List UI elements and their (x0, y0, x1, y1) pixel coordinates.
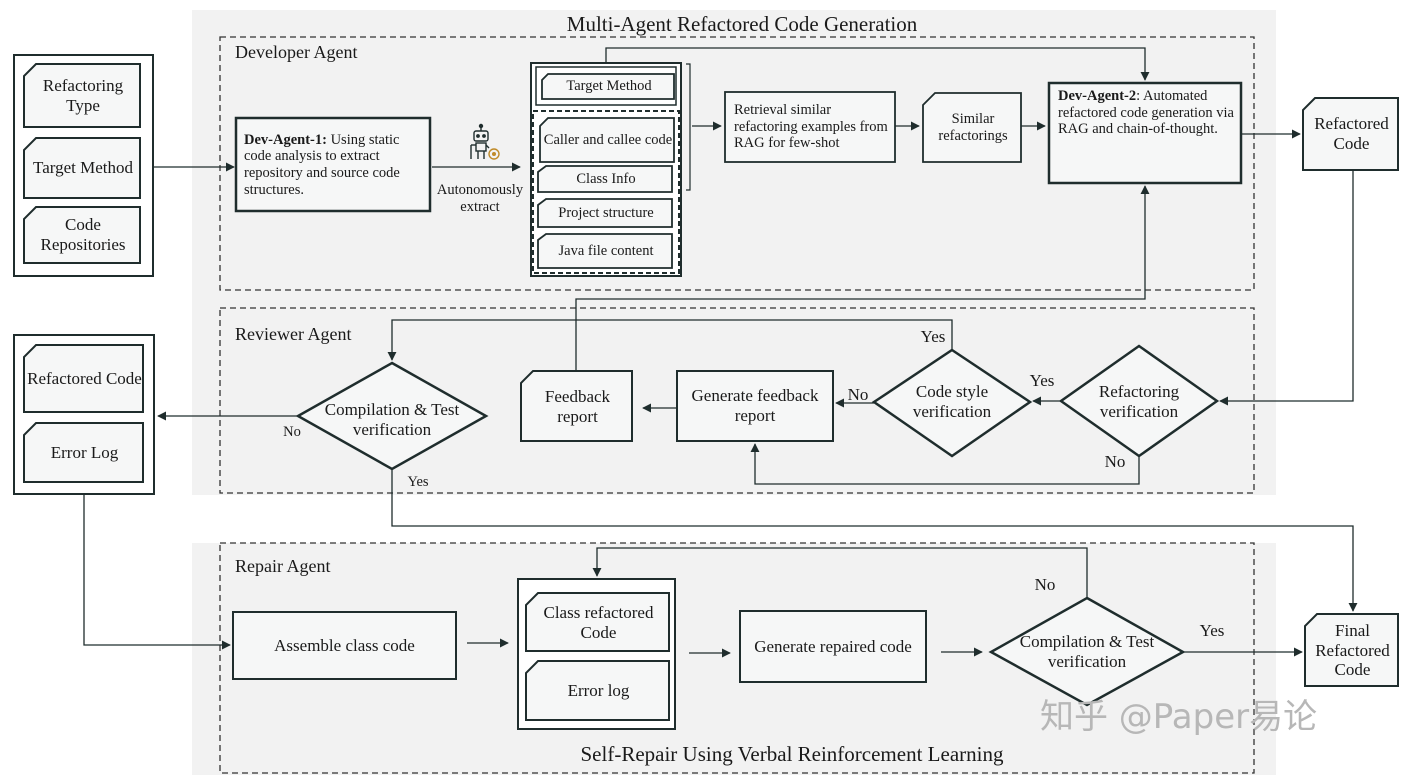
dev-agent-1-description: Using static code analysis to extract re… (244, 131, 400, 198)
edge-code-style-yes-to-compilation (387, 319, 953, 361)
context-inner-dashed-frame (532, 110, 680, 274)
label-yes-refactoring: Yes (1029, 371, 1055, 391)
watermark: 知乎 @Paper易论 (1040, 697, 1318, 738)
generate-repaired-code-box (739, 610, 927, 683)
context-caller-callee-shape (539, 117, 675, 163)
bottom-title: Self-Repair Using Verbal Reinforcement L… (580, 741, 1004, 766)
input-refactoring-type: Refactoring Type (42, 75, 124, 115)
edge-target-method-to-dev-agent-2 (605, 47, 1150, 81)
retrieval-text: Retrieval similar refactoring examples f… (734, 101, 888, 152)
repair-agent-frame (219, 542, 1255, 774)
context-target-method: Target Method (566, 78, 652, 95)
label-yes-code-style-loop: Yes (920, 327, 946, 347)
edge-error-group-to-assemble (83, 494, 231, 650)
code-style-diamond (871, 348, 1033, 458)
input-refactoring-type-shape (23, 63, 141, 128)
context-class-info-shape (537, 165, 673, 193)
feedback-report-text: Feedback report (544, 387, 611, 426)
generate-feedback-box (676, 370, 834, 442)
similar-refactorings-text: Similar refactorings (938, 111, 1008, 144)
class-refactored-code-text: Class refactored Code (543, 602, 654, 642)
error-group-refactored-code: Refactored Code (27, 368, 142, 388)
dev-agent-2-name: Dev-Agent-2 (1058, 88, 1137, 104)
robot-gear-icon (470, 123, 500, 160)
repair-error-log-text: Error log (567, 681, 630, 701)
final-refactored-code-text: Final Refactored Code (1315, 621, 1390, 680)
context-bracket (686, 63, 691, 191)
error-group-error-log: Error Log (50, 442, 119, 462)
assemble-class-code-box (232, 611, 457, 680)
assemble-class-code-text: Assemble class code (274, 635, 415, 655)
context-java-file-content: Java file content (558, 243, 654, 260)
edge-compilation-yes-to-final (391, 469, 1358, 612)
generate-repaired-code-text: Generate repaired code (754, 636, 912, 656)
context-project-structure-shape (537, 198, 673, 228)
input-target-method-shape (23, 137, 141, 199)
dev-agent-1-box (234, 116, 432, 213)
refactored-code-output-shape (1302, 97, 1399, 171)
refactoring-verification-text: Refactoring verification (1098, 382, 1180, 421)
input-code-repositories: Code Repositories (40, 215, 126, 254)
context-target-method-frame (535, 66, 677, 106)
edge-feedback-to-dev-agent-2 (575, 185, 1150, 371)
dev-agent-2-description: : Automated refactored code generation v… (1058, 88, 1234, 138)
compilation-test-text: Compilation & Test verification (324, 400, 460, 439)
label-yes-repair: Yes (1199, 621, 1225, 641)
edge-repair-compilation-no-loop (592, 547, 1088, 598)
refactored-code-output: Refactored Code (1314, 114, 1389, 153)
label-no-compilation: No (283, 423, 301, 440)
repair-agent-label: Repair Agent (235, 555, 331, 576)
edge-refactoring-no-to-generate-feedback (750, 443, 1140, 485)
similar-refactorings-shape (922, 92, 1022, 163)
context-caller-callee: Caller and callee code (543, 132, 673, 149)
repair-compilation-test-text: Compilation & Test verification (1019, 632, 1155, 671)
context-project-structure: Project structure (558, 204, 654, 221)
reviewer-agent-frame (219, 307, 1255, 494)
autonomously-extract-label: Autonomously extract (436, 182, 524, 215)
repair-error-log-shape (525, 660, 670, 721)
developer-agent-label: Developer Agent (235, 41, 358, 62)
reviewer-agent-label: Reviewer Agent (235, 323, 352, 344)
dev-agent-2-text: Dev-Agent-2: Automated refactored code g… (1058, 88, 1238, 176)
developer-agent-frame (219, 36, 1255, 291)
dev-agent-2-box (1047, 81, 1243, 185)
dev-agent-1-name: Dev-Agent-1: (244, 131, 327, 148)
context-class-info: Class Info (576, 170, 636, 187)
repair-compilation-test-diamond (988, 596, 1186, 707)
error-group-refactored-code-shape (23, 344, 144, 413)
label-no-refactoring: No (1104, 452, 1126, 472)
input-code-repositories-shape (23, 206, 141, 264)
input-target-method: Target Method (33, 158, 133, 178)
error-group-error-log-shape (23, 422, 144, 483)
generate-feedback-text: Generate feedback report (691, 386, 819, 425)
class-refactored-code-shape (525, 592, 670, 652)
context-target-method-shape (541, 73, 675, 100)
label-yes-compilation: Yes (407, 473, 429, 490)
edge-output-to-refactoring-verification (1219, 170, 1354, 406)
context-java-file-content-shape (537, 233, 673, 269)
dev-agent-1-text: Dev-Agent-1: Using static code analysis … (244, 122, 426, 208)
retrieval-box (724, 91, 896, 163)
feedback-report-shape (520, 370, 633, 442)
top-title: Multi-Agent Refactored Code Generation (566, 11, 918, 36)
label-no-code-style: No (847, 385, 869, 405)
final-refactored-code-shape (1304, 613, 1399, 687)
label-no-repair-loop: No (1034, 575, 1056, 595)
code-style-text: Code style verification (912, 382, 992, 421)
